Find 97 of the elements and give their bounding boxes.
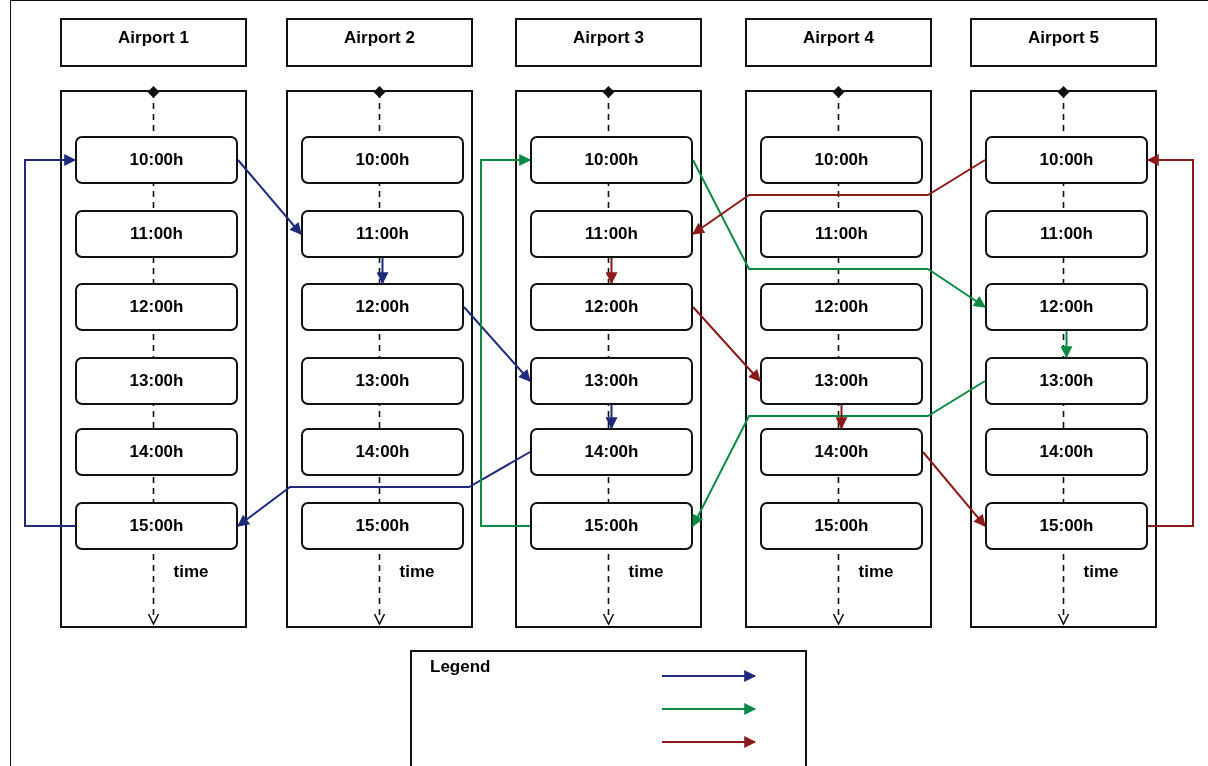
airport-header-box xyxy=(515,18,702,67)
airport-column-box xyxy=(286,90,473,628)
time-slot-box xyxy=(530,283,693,331)
time-slot-box xyxy=(760,428,923,476)
flight-arrow xyxy=(922,451,986,527)
airport-header-box xyxy=(286,18,473,67)
airport-name: Airport 4 xyxy=(803,28,874,48)
time-slot-box xyxy=(530,502,693,550)
airport-name: Airport 3 xyxy=(573,28,644,48)
axis-label: time xyxy=(173,562,209,582)
time-label: 12:00h xyxy=(129,297,184,317)
flight-arrow xyxy=(237,159,302,235)
flight-arrow xyxy=(24,154,77,527)
time-slot-box xyxy=(301,357,464,405)
time-label: 10:00h xyxy=(129,150,184,170)
time-label: 11:00h xyxy=(130,224,183,244)
time-label: 13:00h xyxy=(1039,371,1094,391)
time-slot-box xyxy=(75,502,238,550)
time-label: 10:00h xyxy=(584,150,639,170)
time-label: 10:00h xyxy=(355,150,410,170)
time-label: 12:00h xyxy=(814,297,869,317)
time-slot-box xyxy=(301,136,464,184)
time-label: 14:00h xyxy=(584,442,639,462)
legend-title: Legend xyxy=(430,657,491,677)
time-label: 15:00h xyxy=(129,516,184,536)
flight-arrow xyxy=(605,257,618,285)
flight-arrow xyxy=(480,154,532,527)
flight-arrow xyxy=(835,404,848,430)
time-slot-box xyxy=(75,357,238,405)
time-slot-box xyxy=(985,210,1148,258)
flight-arrow xyxy=(237,451,531,527)
time-label: 15:00h xyxy=(584,516,639,536)
time-label: 13:00h xyxy=(584,371,639,391)
time-slot-box xyxy=(301,283,464,331)
time-slot-box xyxy=(985,136,1148,184)
airport-name: Airport 1 xyxy=(118,28,189,48)
time-label: 11:00h xyxy=(815,224,868,244)
time-slot-box xyxy=(985,357,1148,405)
time-label: 11:00h xyxy=(1040,224,1093,244)
time-slot-box xyxy=(75,283,238,331)
time-slot-box xyxy=(760,357,923,405)
time-slot-box xyxy=(75,210,238,258)
time-slot-box xyxy=(760,502,923,550)
flight-arrow xyxy=(692,306,761,382)
time-slot-box xyxy=(530,210,693,258)
time-label: 13:00h xyxy=(814,371,869,391)
time-label: 15:00h xyxy=(355,516,410,536)
time-slot-box xyxy=(301,210,464,258)
time-slot-box xyxy=(530,428,693,476)
time-slot-box xyxy=(760,210,923,258)
time-slot-box xyxy=(75,428,238,476)
time-slot-box xyxy=(760,136,923,184)
time-slot-box xyxy=(760,283,923,331)
time-label: 14:00h xyxy=(355,442,410,462)
time-slot-box xyxy=(75,136,238,184)
time-label: 11:00h xyxy=(356,224,409,244)
flight-arrow xyxy=(1060,330,1073,359)
time-label: 10:00h xyxy=(1039,150,1094,170)
axis-label: time xyxy=(858,562,894,582)
time-label: 15:00h xyxy=(1039,516,1094,536)
time-label: 11:00h xyxy=(585,224,638,244)
time-label: 12:00h xyxy=(584,297,639,317)
time-slot-box xyxy=(530,136,693,184)
time-label: 13:00h xyxy=(129,371,184,391)
axis-label: time xyxy=(399,562,435,582)
airport-column-box xyxy=(60,90,247,628)
time-label: 14:00h xyxy=(814,442,869,462)
time-slot-box xyxy=(301,428,464,476)
airport-column-box xyxy=(515,90,702,628)
flight-arrow xyxy=(463,306,531,382)
time-label: 12:00h xyxy=(1039,297,1094,317)
time-label: 12:00h xyxy=(355,297,410,317)
axis-label: time xyxy=(628,562,664,582)
flight-arrow xyxy=(1146,154,1194,527)
time-label: 13:00h xyxy=(355,371,410,391)
flight-arrow xyxy=(692,159,986,235)
flight-arrow xyxy=(692,159,986,308)
airport-header-box xyxy=(60,18,247,67)
flight-arrow xyxy=(605,404,618,430)
airport-name: Airport 2 xyxy=(344,28,415,48)
time-slot-box xyxy=(530,357,693,405)
time-slot-box xyxy=(301,502,464,550)
time-label: 14:00h xyxy=(1039,442,1094,462)
axis-label: time xyxy=(1083,562,1119,582)
time-label: 10:00h xyxy=(814,150,869,170)
time-label: 14:00h xyxy=(129,442,184,462)
airport-name: Airport 5 xyxy=(1028,28,1099,48)
time-slot-box xyxy=(985,428,1148,476)
time-label: 15:00h xyxy=(814,516,869,536)
time-slot-box xyxy=(985,502,1148,550)
flight-arrow xyxy=(692,380,986,528)
time-slot-box xyxy=(985,283,1148,331)
airport-column-box xyxy=(970,90,1157,628)
airport-header-box xyxy=(745,18,932,67)
airport-column-box xyxy=(745,90,932,628)
flight-arrow xyxy=(376,257,389,285)
airport-header-box xyxy=(970,18,1157,67)
